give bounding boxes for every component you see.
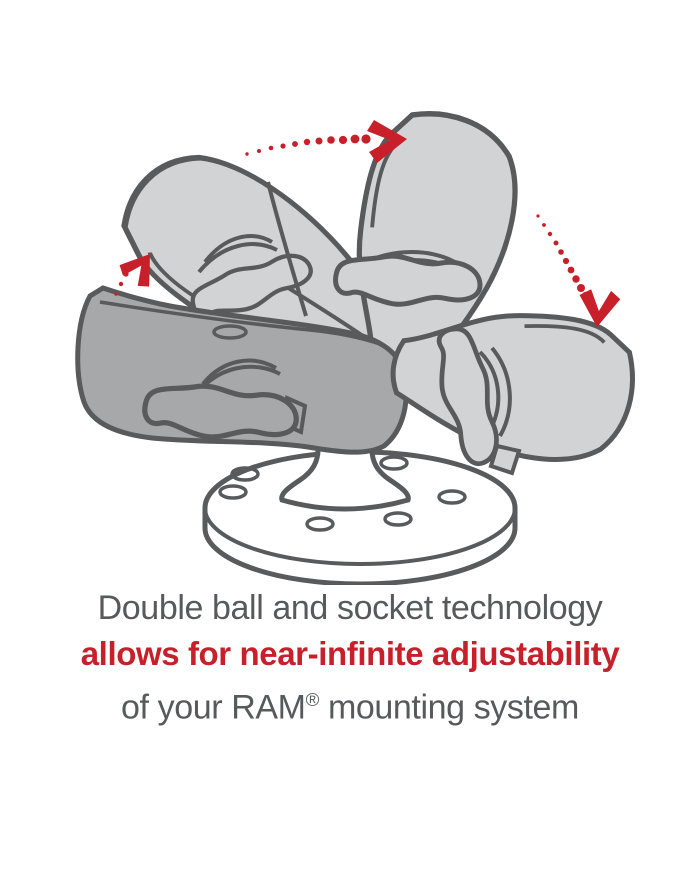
adjustability-illustration — [75, 0, 700, 585]
caption-line-2: allows for near-infinite adjustability — [80, 635, 620, 672]
caption-line-3-pre: of your RAM — [121, 688, 306, 727]
caption: Double ball and socket technology allows… — [0, 585, 700, 730]
registered-trademark-icon: ® — [305, 689, 320, 710]
round-base-plate — [202, 443, 518, 585]
ghost-arm-right — [384, 295, 641, 476]
base-plate-holes — [218, 455, 467, 532]
ghost-arm-upper-right — [266, 101, 533, 393]
caption-line-3: of your RAM® mounting system — [0, 677, 700, 730]
arrowhead-down-icon — [579, 289, 621, 327]
ghost-arm-upper-left — [101, 125, 448, 432]
wing-knob-end-cap-right — [488, 443, 522, 476]
arrowhead-right-icon — [367, 120, 407, 163]
caption-line-1: Double ball and socket technology — [97, 589, 603, 627]
caption-line-3-post: mounting system — [318, 688, 579, 727]
arrowhead-up-icon — [119, 254, 150, 287]
top-arrow — [245, 120, 407, 163]
solid-arm-current-position — [75, 285, 409, 455]
ball-pedestal — [279, 443, 411, 512]
right-arrow — [536, 214, 621, 327]
arm-bolt-detail — [212, 324, 248, 340]
left-arrow — [114, 254, 150, 296]
